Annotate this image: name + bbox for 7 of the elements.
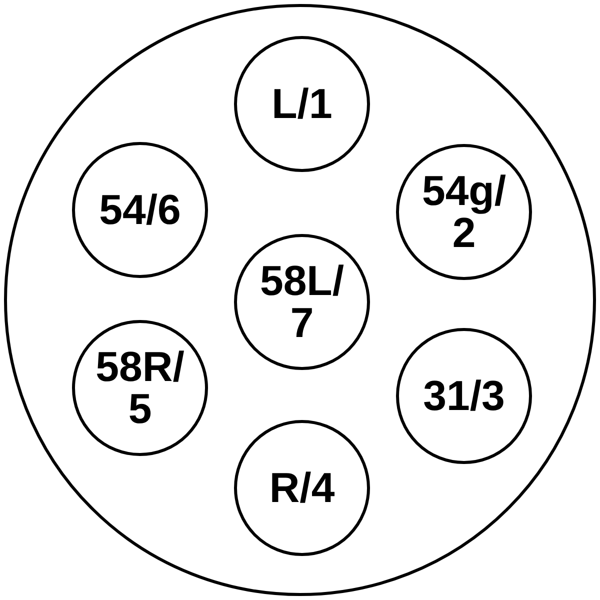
pin-label: R/4 (268, 467, 336, 509)
pin-label: 54g/ 2 (420, 170, 508, 254)
pin-label: 58R/ 5 (94, 346, 186, 430)
pin-label: 58L/ 7 (258, 260, 346, 344)
pin-label: L/1 (270, 83, 334, 125)
pin-label: 54/6 (98, 189, 182, 231)
pin-label: 31/3 (422, 375, 506, 417)
